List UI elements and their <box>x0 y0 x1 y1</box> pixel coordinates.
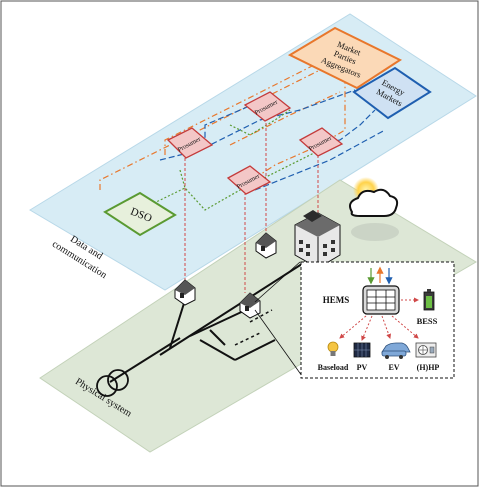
house-icon-2 <box>239 292 261 319</box>
house-icon-3 <box>255 232 277 259</box>
hems-label: HEMS <box>323 295 350 305</box>
grid-network-dashed <box>234 309 273 346</box>
cloud-shadow <box>351 223 399 241</box>
pv-label: PV <box>357 363 368 372</box>
transformer-icon <box>96 369 129 397</box>
building-icon <box>294 210 341 269</box>
grid-network <box>109 261 306 383</box>
pv-panel-icon <box>353 342 371 358</box>
hems-controller[interactable] <box>362 285 400 315</box>
bess-icon <box>423 289 435 311</box>
cloud-icon <box>349 188 399 217</box>
prosumer-box-4[interactable]: Prosumer <box>226 165 272 195</box>
layer-connectors <box>184 103 319 293</box>
dso-box[interactable]: DSO <box>103 191 177 237</box>
heat-pump-label: (H)HP <box>417 363 440 372</box>
zoom-connectors <box>254 261 303 377</box>
hems-inset: HEMS BESS Baseload <box>300 261 455 379</box>
ev-label: EV <box>388 363 399 372</box>
device-arrows <box>339 297 419 341</box>
bess-label: BESS <box>417 316 438 326</box>
physical-plane <box>39 179 477 453</box>
prosumer-box-3[interactable]: Prosumer <box>298 127 344 157</box>
prosumer-box-2[interactable]: Prosumer <box>166 127 214 159</box>
ev-car-icon <box>381 342 411 359</box>
house-icon-1 <box>174 279 196 306</box>
baseload-label: Baseload <box>318 363 349 372</box>
heat-pump-icon <box>415 342 437 358</box>
energy-markets-box[interactable]: Energy Markets <box>352 66 432 120</box>
bulb-icon <box>327 341 339 356</box>
links-green <box>149 109 321 211</box>
prosumer-box-1[interactable]: Prosumer <box>243 91 292 122</box>
